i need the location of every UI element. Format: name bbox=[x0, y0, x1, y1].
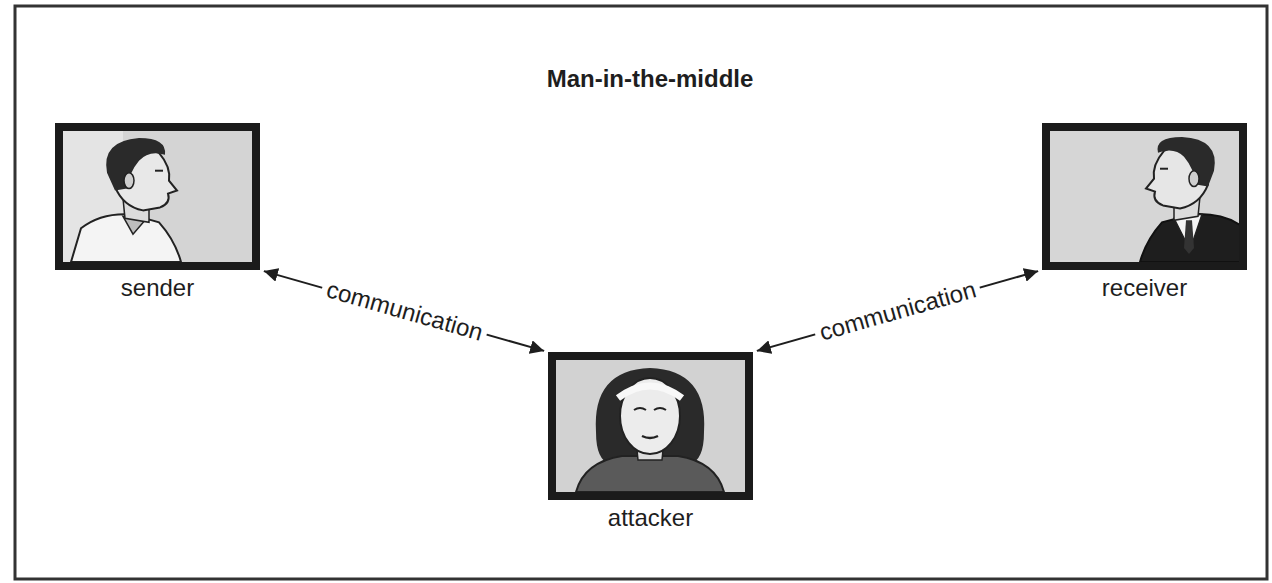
person-illustration bbox=[556, 360, 745, 492]
picture-frame: receiver bbox=[1042, 123, 1247, 270]
person-illustration bbox=[1050, 131, 1239, 262]
person-label: sender bbox=[55, 274, 260, 302]
outer-border bbox=[15, 6, 1267, 579]
edge-label: communication bbox=[318, 275, 490, 347]
picture-frame: sender bbox=[55, 123, 260, 270]
communication-arrow bbox=[264, 271, 544, 351]
communication-arrow bbox=[757, 271, 1038, 351]
edge-label: communication bbox=[812, 275, 984, 347]
person-label: attacker bbox=[548, 504, 753, 532]
picture-frame: attacker bbox=[548, 352, 753, 500]
person-illustration bbox=[63, 131, 252, 262]
diagram-title: Man-in-the-middle bbox=[547, 64, 754, 94]
person-label: receiver bbox=[1042, 274, 1247, 302]
